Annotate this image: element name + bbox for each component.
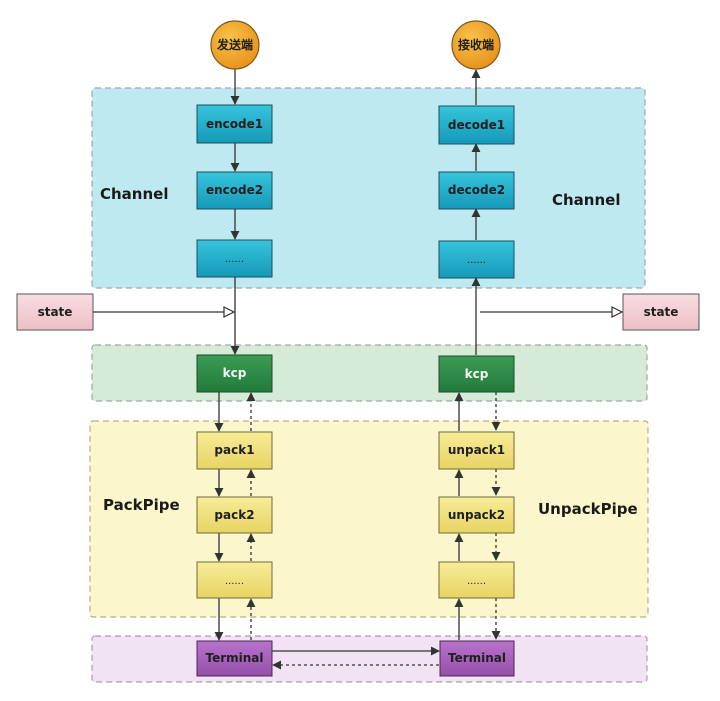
- state-box-right[interactable]: state: [622, 293, 700, 331]
- terminal-left-label: Terminal: [205, 651, 263, 665]
- decode-more-label: ......: [467, 255, 486, 266]
- pack-more-label: ......: [225, 576, 244, 587]
- unpack-more-box[interactable]: ......: [438, 561, 515, 599]
- pack2-box[interactable]: pack2: [196, 496, 273, 534]
- unpack2-label: unpack2: [448, 508, 505, 522]
- unpackpipe-label: UnpackPipe: [538, 500, 638, 518]
- channel-left-label: Channel: [100, 185, 168, 203]
- pack1-label: pack1: [214, 443, 254, 457]
- packpipe-label: PackPipe: [103, 496, 180, 514]
- encode-more-box[interactable]: ......: [196, 239, 273, 278]
- kcp-right-label: kcp: [465, 367, 489, 381]
- decode1-box[interactable]: decode1: [438, 105, 515, 145]
- right-flow-arrows: [454, 69, 481, 640]
- unpack1-box[interactable]: unpack1: [438, 431, 515, 470]
- unpack2-box[interactable]: unpack2: [438, 496, 515, 534]
- pack-more-box[interactable]: ......: [196, 561, 273, 599]
- pack1-box[interactable]: pack1: [196, 431, 273, 470]
- encode1-label: encode1: [206, 117, 263, 131]
- pipe-region: [89, 420, 649, 618]
- encode2-label: encode2: [206, 183, 263, 197]
- terminal-left-box[interactable]: Terminal: [196, 640, 273, 677]
- kcp-right-box[interactable]: kcp: [438, 355, 515, 393]
- kcp-left-label: kcp: [223, 366, 247, 380]
- kcp-left-box[interactable]: kcp: [196, 354, 273, 393]
- encode-more-label: ......: [225, 254, 244, 265]
- unpack1-label: unpack1: [448, 443, 505, 457]
- sender-node[interactable]: 发送端: [210, 20, 260, 70]
- decode1-label: decode1: [448, 118, 505, 132]
- terminal-region: [91, 635, 648, 683]
- receiver-label: 接收端: [458, 37, 494, 52]
- state-box-left[interactable]: state: [16, 293, 94, 331]
- channel-region: [91, 87, 646, 289]
- terminal-right-label: Terminal: [448, 651, 506, 665]
- pack2-label: pack2: [214, 508, 254, 522]
- channel-right-label: Channel: [552, 191, 620, 209]
- receiver-node[interactable]: 接收端: [451, 20, 501, 70]
- left-flow-arrows: [214, 69, 240, 641]
- decode2-box[interactable]: decode2: [438, 171, 515, 210]
- terminal-right-box[interactable]: Terminal: [439, 640, 515, 677]
- state-right-label: state: [644, 305, 679, 319]
- kcp-region: [91, 344, 648, 402]
- unpack-more-label: ......: [467, 576, 486, 587]
- decode-more-box[interactable]: ......: [438, 240, 515, 279]
- state-left-label: state: [38, 305, 73, 319]
- encode1-box[interactable]: encode1: [196, 104, 273, 144]
- decode2-label: decode2: [448, 183, 505, 197]
- encode2-box[interactable]: encode2: [196, 171, 273, 210]
- sender-label: 发送端: [216, 37, 253, 52]
